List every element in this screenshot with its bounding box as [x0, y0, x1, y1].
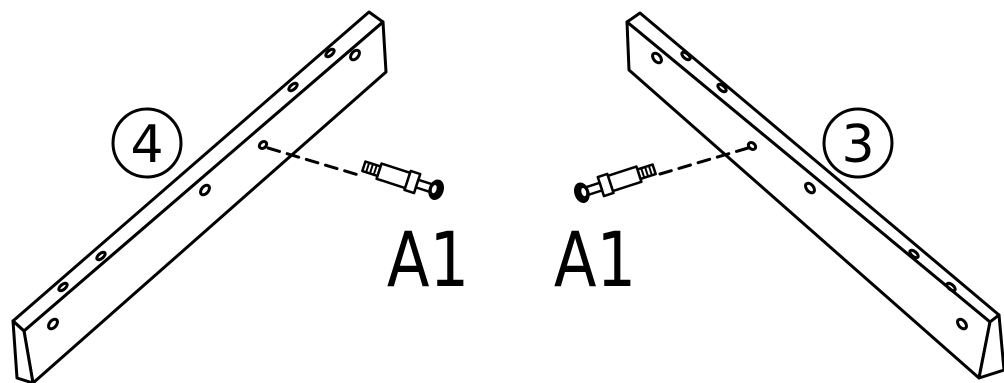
right-board-hole — [908, 248, 920, 260]
left-board-top-face — [11, 10, 385, 333]
left-board-end-face — [11, 319, 35, 383]
fastener-label-right: A1 — [554, 216, 636, 305]
right-board-end-face — [977, 313, 1004, 380]
fastener-label-left: A1 — [387, 216, 469, 305]
right-board-hole — [716, 82, 728, 94]
part-number-circle-left — [111, 107, 183, 179]
left-board-hole — [95, 250, 107, 262]
right-board — [625, 11, 1004, 380]
left-board-hole — [47, 317, 59, 331]
left-guide-line — [266, 146, 364, 178]
left-board-hole — [324, 47, 336, 59]
right-board-hole — [680, 50, 692, 62]
right-guide-line — [658, 146, 750, 176]
left-board-cam-hole — [257, 140, 269, 150]
right-board-hole — [945, 281, 957, 293]
left-board-hole — [349, 48, 361, 62]
left-board-front-face — [22, 20, 388, 383]
left-board-hole — [287, 81, 299, 93]
left-cam-bolt — [361, 160, 444, 201]
right-board-cam-hole — [746, 141, 758, 151]
part-number-left: 4 — [130, 115, 163, 175]
left-board-hole — [57, 281, 69, 293]
right-board-hole — [804, 181, 816, 195]
left-board — [11, 10, 388, 383]
part-number-right: 3 — [841, 115, 874, 175]
left-board-hole — [199, 183, 211, 197]
part-number-circle-right — [822, 107, 894, 179]
right-board-front-face — [625, 20, 992, 380]
right-board-hole — [651, 51, 663, 65]
right-cam-bolt — [574, 163, 657, 204]
right-board-hole — [956, 317, 968, 331]
